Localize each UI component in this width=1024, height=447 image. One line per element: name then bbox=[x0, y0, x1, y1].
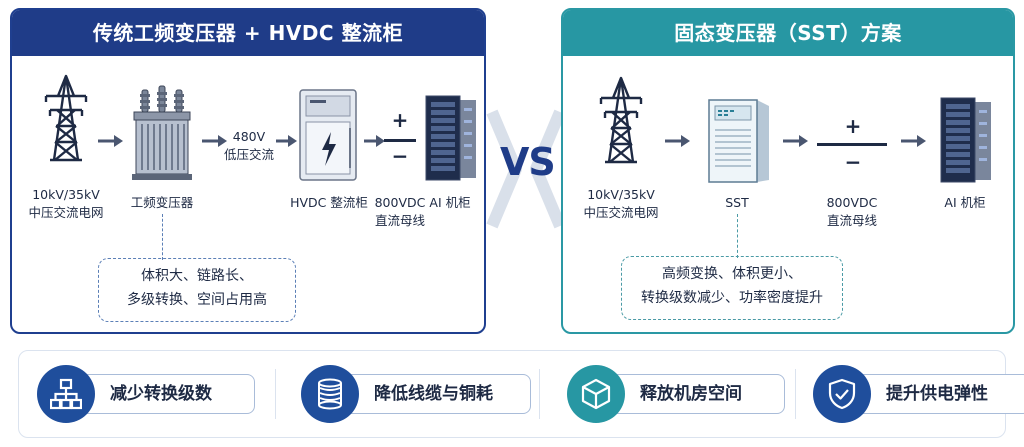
note-connector bbox=[162, 214, 163, 260]
dc-plus-symbol: + bbox=[391, 108, 409, 132]
transformer-label: 工频变压器 bbox=[130, 195, 194, 210]
dc-minus-symbol: − bbox=[844, 150, 862, 174]
sst-panel-title: 固态变压器（SST）方案 bbox=[563, 10, 1013, 56]
flow-arrow-icon bbox=[202, 135, 227, 147]
server-rack-icon bbox=[425, 95, 476, 181]
flow-arrow-icon bbox=[364, 135, 385, 147]
hierarchy-icon bbox=[37, 365, 95, 423]
flow-arrow-icon bbox=[665, 135, 690, 147]
benefit-divider bbox=[795, 369, 796, 419]
right-grid-label-2: 中压交流电网 bbox=[583, 205, 659, 220]
dc-minus-symbol: − bbox=[391, 144, 409, 168]
cube-icon bbox=[567, 365, 625, 423]
right-bus-label-2: 直流母线 bbox=[826, 213, 877, 228]
traditional-panel-title: 传统工频变压器 + HVDC 整流柜 bbox=[12, 10, 484, 56]
dc-bus-line bbox=[817, 143, 887, 146]
flow-arrow-icon bbox=[901, 135, 926, 147]
traditional-panel: 传统工频变压器 + HVDC 整流柜 10kV/35kV 中压交流电网 bbox=[10, 8, 486, 334]
flow-arrow-icon bbox=[98, 135, 123, 147]
sst-unit-icon bbox=[708, 99, 769, 183]
sst-note-line-2: 转换级数减少、功率密度提升 bbox=[641, 290, 823, 306]
power-tower-icon bbox=[44, 74, 88, 162]
traditional-note-line-2: 多级转换、空间占用高 bbox=[127, 292, 267, 308]
right-grid-label-1: 10kV/35kV bbox=[587, 187, 655, 202]
sst-note-line-1: 高频变换、体积更小、 bbox=[662, 266, 802, 282]
flow-arrow-icon bbox=[276, 135, 297, 147]
traditional-note: 体积大、链路长、 多级转换、空间占用高 bbox=[98, 258, 296, 322]
power-tower-icon bbox=[599, 76, 643, 164]
left-bus-label-2: 直流母线 bbox=[374, 213, 425, 228]
left-grid-label-2: 中压交流电网 bbox=[28, 205, 104, 220]
dc-plus-symbol: + bbox=[844, 114, 862, 138]
benefit-divider bbox=[539, 369, 540, 419]
vs-label: VS bbox=[500, 140, 556, 184]
benefit-divider bbox=[275, 369, 276, 419]
benefit-label: 释放机房空间 bbox=[640, 384, 742, 404]
vs-chevron-icon bbox=[486, 109, 566, 229]
flow-arrow-icon bbox=[783, 135, 808, 147]
dc-bus-line bbox=[384, 139, 416, 142]
left-rack-label: AI 机柜 bbox=[429, 195, 471, 210]
shield-check-icon bbox=[813, 365, 871, 423]
sst-label: SST bbox=[725, 195, 749, 210]
left-grid-label-1: 10kV/35kV bbox=[32, 187, 100, 202]
right-rack-label: AI 机柜 bbox=[944, 195, 986, 210]
note-connector bbox=[737, 214, 738, 258]
benefit-label: 降低线缆与铜耗 bbox=[374, 384, 493, 404]
rectifier-label: HVDC 整流柜 bbox=[290, 195, 368, 210]
lv-label-1: 480V bbox=[232, 129, 266, 144]
traditional-note-line-1: 体积大、链路长、 bbox=[141, 268, 253, 284]
left-bus-label-1: 800VDC bbox=[374, 195, 426, 210]
lv-label-2: 低压交流 bbox=[223, 147, 274, 162]
benefit-label: 减少转换级数 bbox=[110, 384, 212, 404]
benefits-strip: 减少转换级数 降低线缆与铜耗 释放机房空间 bbox=[18, 350, 1024, 438]
benefit-label: 提升供电弹性 bbox=[886, 384, 988, 404]
sst-note: 高频变换、体积更小、 转换级数减少、功率密度提升 bbox=[621, 256, 843, 320]
sst-panel: 固态变压器（SST）方案 10kV/35kV 中压交流电网 SST bbox=[561, 8, 1015, 334]
transformer-icon bbox=[132, 85, 192, 180]
right-bus-label-1: 800VDC bbox=[826, 195, 878, 210]
server-rack-icon bbox=[940, 97, 991, 183]
hvdc-cabinet-icon bbox=[299, 89, 357, 181]
cable-reel-icon bbox=[301, 365, 359, 423]
